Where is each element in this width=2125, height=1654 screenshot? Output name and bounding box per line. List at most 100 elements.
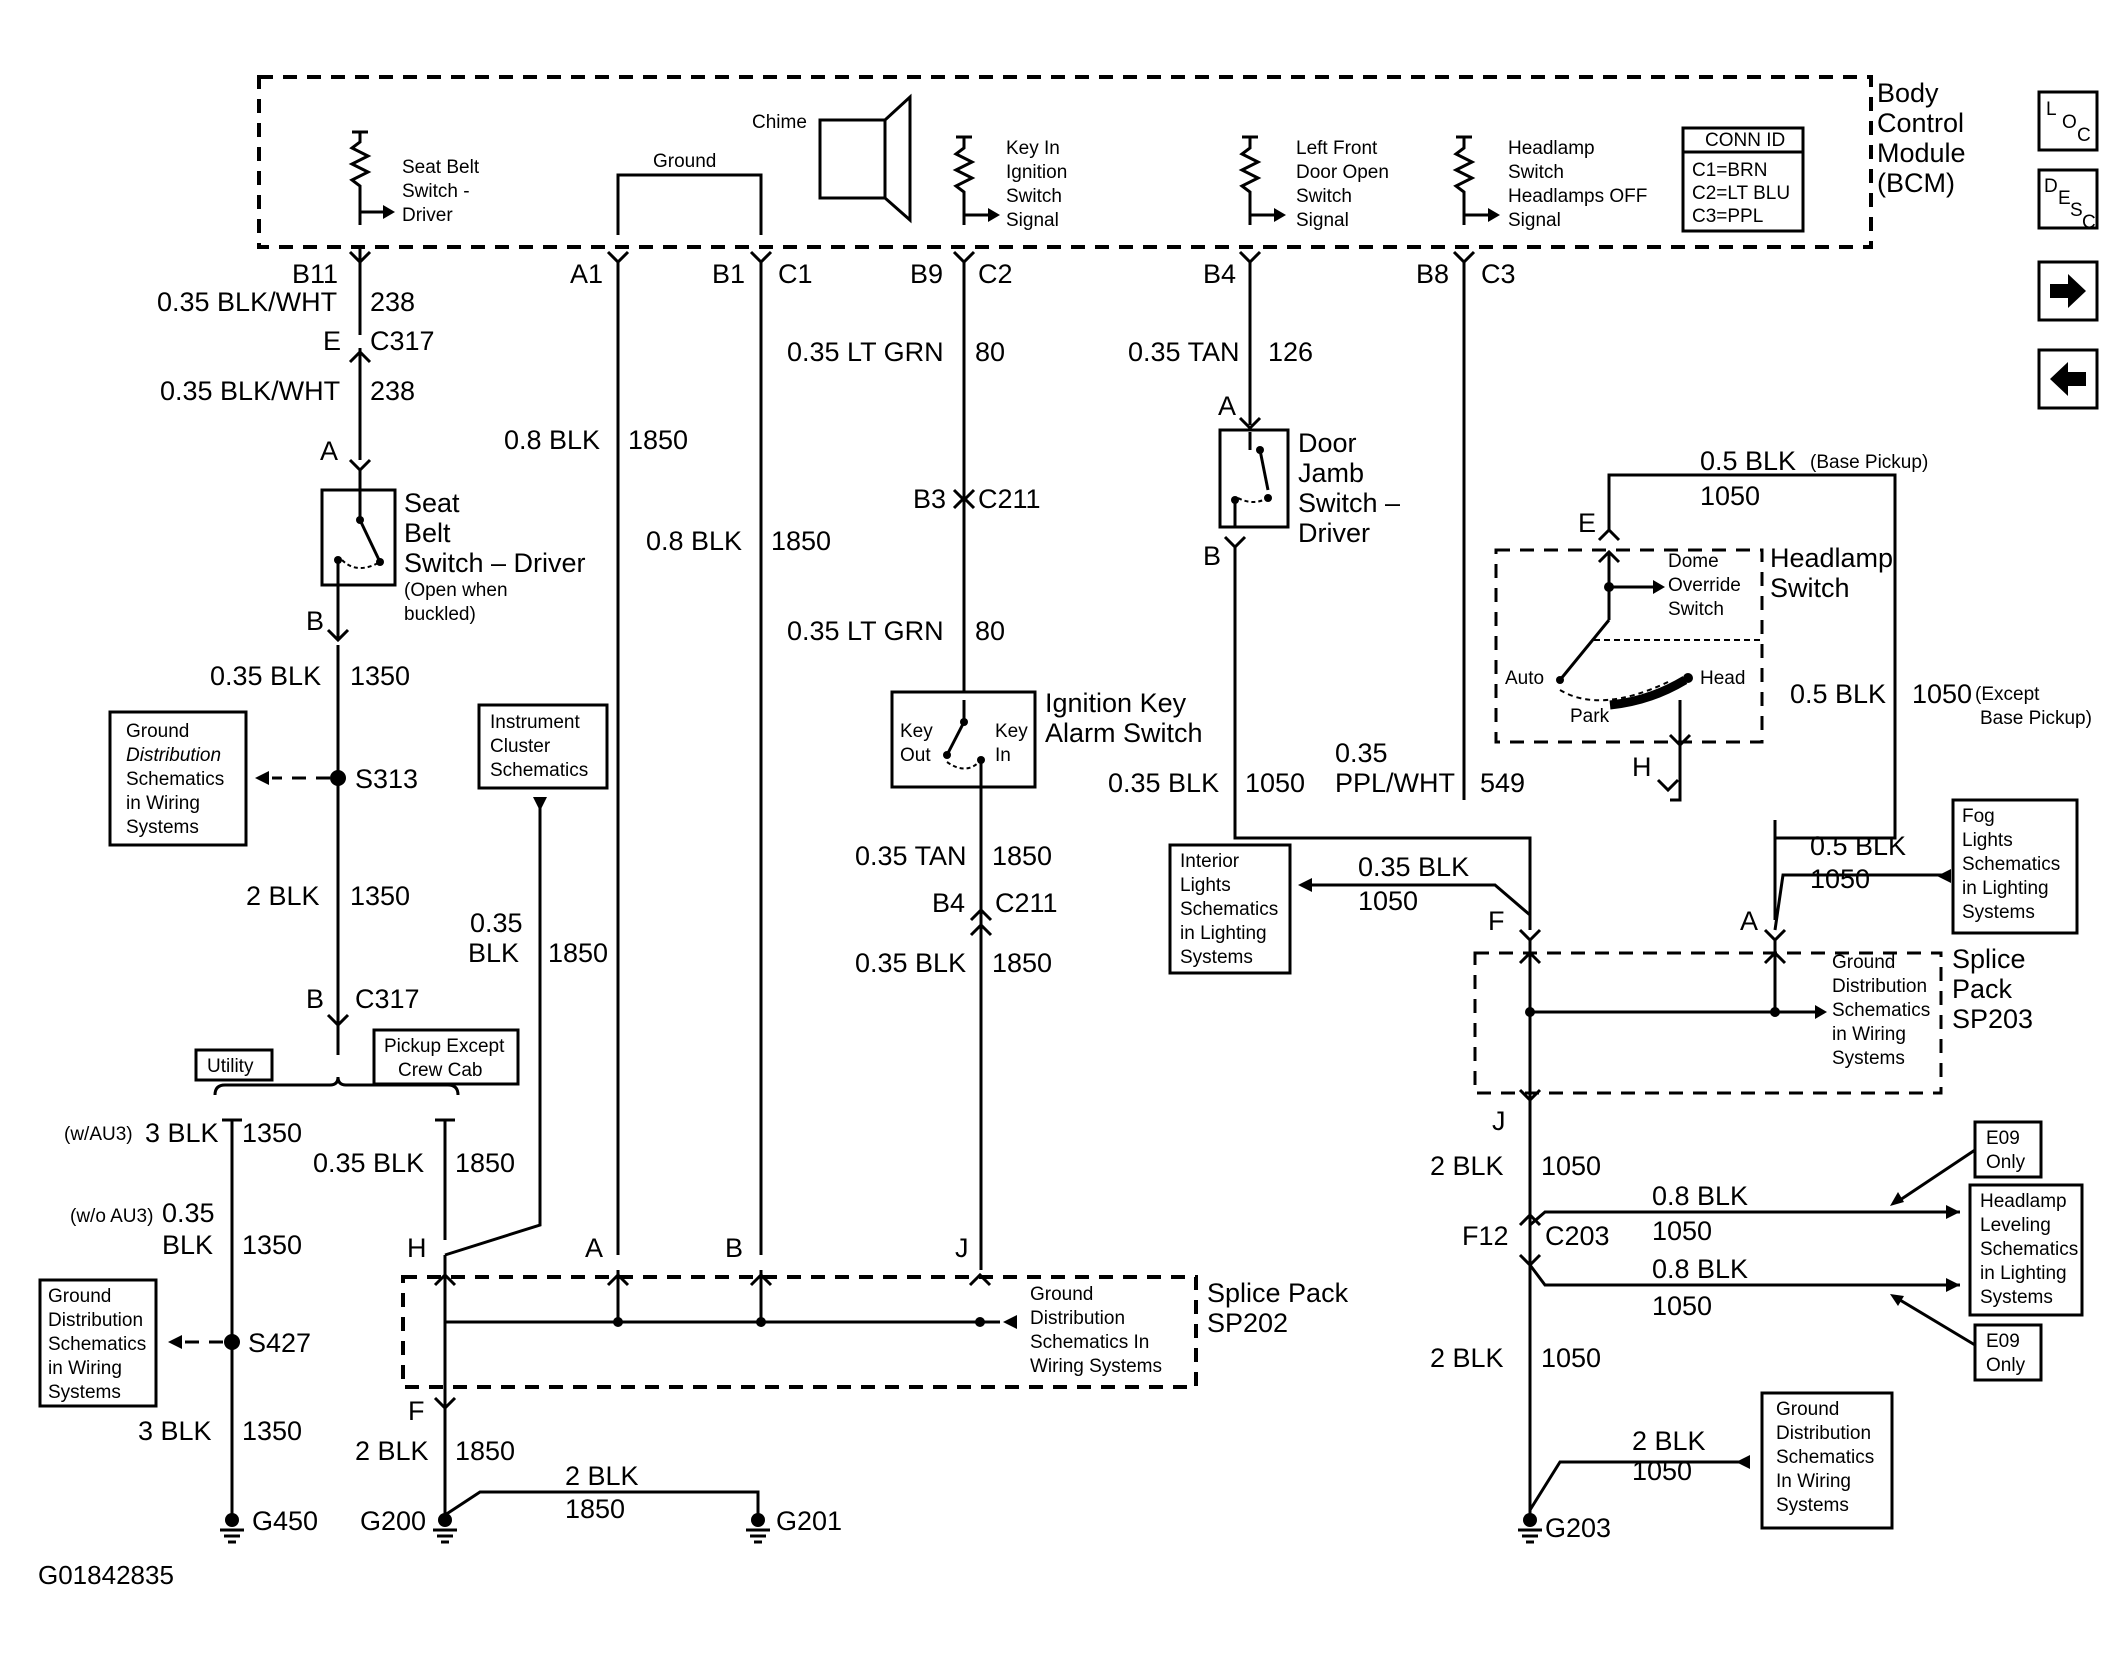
diagram-label: Schematics <box>1832 1000 1930 1021</box>
diagram-label: 1350 <box>242 1230 302 1260</box>
diagram-label: Distribution <box>1776 1423 1871 1444</box>
diagram-label: Headlamp <box>1770 543 1893 573</box>
bcm-box <box>257 75 1873 249</box>
diagram-label: D <box>2044 176 2058 197</box>
diagram-label: 1850 <box>455 1148 515 1178</box>
interior-lights-ref[interactable]: Interior Lights Schematics in Lighting S… <box>1168 843 1292 975</box>
e09-only-note: E09 Only <box>1973 1323 2043 1382</box>
ground-distribution-ref[interactable]: Ground Distribution Schematics In Wiring… <box>1760 1391 1894 1530</box>
diagram-label: B <box>725 1233 743 1263</box>
diagram-label: Schematics <box>1776 1447 1874 1468</box>
diagram-label: 3 BLK <box>145 1118 219 1148</box>
diagram-label: Schematics <box>1980 1239 2078 1260</box>
diagram-label: (Except <box>1975 684 2040 705</box>
diagram-label: C317 <box>355 984 420 1014</box>
diagram-label: Schematics <box>48 1334 146 1355</box>
resistor-icon <box>1452 135 1500 225</box>
diagram-label: 1050 <box>1652 1291 1712 1321</box>
diagram-label: 1050 <box>1700 481 1760 511</box>
diagram-label: 0.8 BLK <box>646 526 742 556</box>
diagram-label: 238 <box>370 376 415 406</box>
diagram-label: 1850 <box>992 948 1052 978</box>
diagram-label: 0.35 TAN <box>855 841 967 871</box>
diagram-label: 0.8 BLK <box>504 425 600 455</box>
diagram-label: 1050 <box>1358 886 1418 916</box>
diagram-label: Splice <box>1952 944 2026 974</box>
diagram-label: Schematics <box>1180 899 1278 920</box>
diagram-label: Only <box>1986 1355 2026 1376</box>
diagram-label: 0.35 BLK <box>1358 852 1469 882</box>
diagram-label: B4 <box>932 888 965 918</box>
diagram-label: C <box>2077 125 2091 146</box>
diagram-label: 0.35 TAN <box>1128 337 1240 367</box>
splice-s313 <box>330 770 346 786</box>
diagram-label: F12 <box>1462 1221 1509 1251</box>
diagram-label: 1850 <box>548 938 608 968</box>
bcm-label: Body <box>1877 78 1939 108</box>
diagram-label: S <box>2070 200 2083 221</box>
diagram-label: E <box>323 326 341 356</box>
diagram-label: In Wiring <box>1776 1471 1851 1492</box>
loc-button[interactable]: LOC <box>2037 90 2099 152</box>
next-page-button[interactable] <box>2037 260 2099 322</box>
diagram-label: Lights <box>1962 830 2013 851</box>
diagram-label: S427 <box>248 1328 311 1358</box>
diagram-label: Auto <box>1505 668 1544 689</box>
diagram-label: Switch – <box>1298 488 1400 518</box>
diagram-label: (w/AU3) <box>64 1124 133 1145</box>
diagram-label: G203 <box>1545 1513 1611 1543</box>
ground-distribution-ref[interactable]: Ground Distribution Schematics in Wiring… <box>108 710 248 847</box>
diagram-label: Utility <box>207 1056 254 1077</box>
diagram-label: Ground <box>1776 1399 1839 1420</box>
diagram-label: 0.8 BLK <box>1652 1254 1748 1284</box>
diagram-label: Crew Cab <box>398 1060 482 1081</box>
diagram-label: B4 <box>1203 259 1236 289</box>
diagram-label: (Open when <box>404 580 508 601</box>
diagram-label: 0.35 BLK/WHT <box>157 287 337 317</box>
diagram-label: buckled) <box>404 604 476 625</box>
diagram-label: Systems <box>1980 1287 2053 1308</box>
diagram-label: SP202 <box>1207 1308 1288 1338</box>
diagram-label: 0.5 BLK <box>1790 679 1886 709</box>
diagram-label: 1050 <box>1810 864 1870 894</box>
diagram-label: 80 <box>975 616 1005 646</box>
diagram-label: Signal <box>1006 210 1059 231</box>
diagram-label: Key <box>900 721 933 742</box>
diagram-label: A <box>585 1233 603 1263</box>
previous-page-button[interactable] <box>2037 348 2099 410</box>
diagram-label: Door <box>1298 428 1357 458</box>
diagram-label: 0.8 BLK <box>1652 1181 1748 1211</box>
diagram-label: Belt <box>404 518 451 548</box>
diagram-label: A <box>320 436 338 466</box>
resistor-icon <box>1238 135 1286 225</box>
diagram-label: L <box>2046 99 2057 120</box>
diagram-label: Base Pickup) <box>1980 708 2092 729</box>
instrument-cluster-ref[interactable]: Instrument Cluster Schematics <box>477 703 609 790</box>
splice-pack-sp202 <box>401 1275 1198 1389</box>
fog-lights-ref[interactable]: Fog Lights Schematics in Lighting System… <box>1951 798 2079 935</box>
diagram-label: Cluster <box>490 736 551 757</box>
headlamp-leveling-ref[interactable]: Headlamp Leveling Schematics in Lighting… <box>1968 1183 2084 1317</box>
diagram-label: 0.35 LT GRN <box>787 337 944 367</box>
diagram-label: Door Open <box>1296 162 1389 183</box>
diagram-label: 0.35 BLK/WHT <box>160 376 340 406</box>
diagram-label: H <box>1632 752 1652 782</box>
ground-g450-icon <box>220 1513 244 1544</box>
diagram-label: Distribution <box>1030 1308 1125 1329</box>
diagram-label: C211 <box>995 888 1058 918</box>
e09-only-note: E09 Only <box>1973 1120 2043 1179</box>
diagram-label: 1350 <box>350 661 410 691</box>
diagram-label: 1850 <box>771 526 831 556</box>
diagram-label: 1850 <box>455 1436 515 1466</box>
diagram-label: Systems <box>1962 902 2035 923</box>
diagram-label: A <box>1218 391 1236 421</box>
diagram-label: 1850 <box>992 841 1052 871</box>
diagram-label: 1850 <box>628 425 688 455</box>
diagram-label: 0.35 BLK <box>855 948 966 978</box>
diagram-label: C203 <box>1545 1221 1610 1251</box>
diagram-label: Schematics <box>490 760 588 781</box>
ground-distribution-ref[interactable]: Ground Distribution Schematics in Wiring… <box>38 1278 158 1408</box>
diagram-label: A1 <box>570 259 603 289</box>
diagram-label: CONN ID <box>1705 130 1785 151</box>
